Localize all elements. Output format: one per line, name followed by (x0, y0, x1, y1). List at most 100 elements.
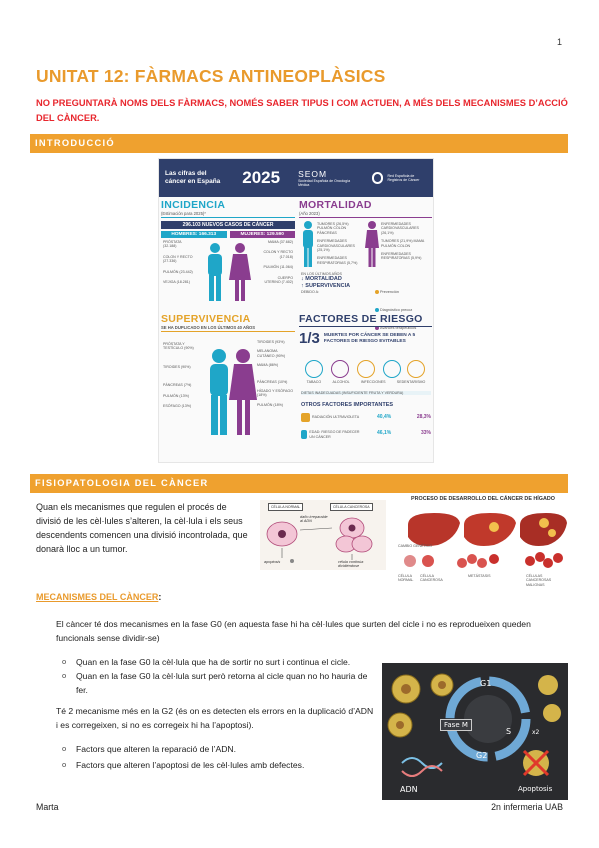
uv-icon (301, 413, 310, 422)
list-item: PÁNCREAS (10%) (257, 379, 288, 384)
factor-label: TABACO (306, 380, 322, 384)
footer-author: Marta (36, 802, 59, 812)
page-title: UNITAT 12: FÀRMACS ANTINEOPLÀSICS (36, 66, 386, 86)
cause-item: Avances terapéuticos (375, 326, 416, 330)
list-item: MELANOMA CUTÁNEO (90%) (257, 349, 286, 358)
survival-figures-icon (210, 349, 257, 435)
man-figure-icon (303, 221, 313, 267)
supervivencia-men-list: PRÓSTATA Y TESTÍCULO (90%) TIROIDES (90%… (163, 342, 199, 408)
seom-name: SEOM (298, 169, 328, 179)
list-item: TUMORES (26,5%) PULMÓN COLON PÁNCREAS (317, 222, 349, 235)
trend-supervivencia: ↑ SUPERVIVENCIA (301, 283, 351, 290)
redecan-name: Red Española de Registros de Cáncer (387, 174, 420, 182)
supervivencia-subtitle: SE HA DUPLICADO EN LOS ÚLTIMOS 40 AÑOS (161, 325, 256, 330)
otros-factores-list: RADIACIÓN ULTRAVIOLETA EDAD: RIESGO DE P… (301, 413, 361, 439)
mecanismes-g0-paragraph: El càncer té dos mecanismes en la fase G… (56, 619, 531, 643)
pct-value: 28,3% (416, 414, 431, 420)
factor-label: INFECCIONES (360, 380, 386, 384)
new-cases-banner: 296.103 NUEVOS CASOS DE CÁNCER (161, 221, 295, 229)
liver-label-metastasis: METÁSTASIS (468, 574, 491, 578)
liver-label-malignant: CÉLULAS CANCEROSAS MALIGNAS (526, 574, 552, 587)
cancer-cell-label: CÉLULA CANCEROSA (330, 503, 373, 511)
list-item: MAMA (86%) (257, 363, 279, 368)
incidencia-panel: INCIDENCIA (Estimación para 2025)* 296.1… (161, 200, 295, 310)
list-item: Factors que alteren l’apoptosi de les cè… (62, 758, 368, 772)
trend-caption: EN LOS ÚLTIMOS AÑOS (301, 272, 342, 276)
cell-cycle-drawing-icon (387, 673, 561, 777)
factor-label: SEDENTARISMO (396, 380, 426, 384)
cell-division-figure: CÉLULA NORMAL CÉLULA CANCEROSA daño irre… (260, 500, 386, 570)
redecan-logo-icon (371, 172, 384, 184)
list-item: VEJIGA (18.281) (163, 280, 190, 285)
age-icon (301, 430, 308, 439)
uncontrolled-label: célula continúa dividiéndose (338, 560, 364, 568)
infographic-year: 2025 (242, 168, 281, 187)
seom-subtitle: Sociedad Española de Oncología Médica (298, 179, 351, 187)
list-item: PÁNCREAS (7%) (163, 383, 192, 388)
liver-figure-title: PROCESO DE DESARROLLO DEL CÁNCER DE HÍGA… (411, 496, 555, 502)
list-item: PULMÓN (13%) (163, 393, 189, 398)
adn-label: ADN (400, 785, 418, 794)
mecanismes-heading: MECANISMES DEL CÀNCER: (36, 592, 162, 602)
list-item: ENFERMEDADES CARDIOVASCULARES (25,1%) (317, 239, 355, 253)
phase-g2-label: G2 (476, 751, 488, 760)
list-item: ESÓFAGO (13%) (163, 404, 192, 409)
list-item: PULMÓN (18%) (257, 402, 283, 407)
list-item: Quan en la fase G0 la cèl·lula que ha de… (62, 655, 368, 669)
liver-label-genetic: CAMBIO GENÉTICO (398, 544, 432, 548)
list-item: MAMA (37.682) (268, 240, 293, 244)
list-item: PULMÓN (11.064) (263, 265, 294, 270)
mortalidad-panel: MORTALIDAD (Año 2023) TUMORES (26,5%) PU… (299, 200, 432, 330)
fisio-paragraph: Quan els mecanismes que regulen el procé… (36, 502, 248, 554)
pct-value: 33% (420, 430, 431, 436)
factores-items: TABACO ALCOHOL INFECCIONES SEDENTARISMO (301, 380, 431, 384)
list-item: TIROIDES (90%) (163, 364, 191, 369)
diet-icon (407, 360, 425, 378)
list-item: COLON Y RECTO (27.336) (163, 254, 193, 264)
infographic-header-title: Las cifras del cáncer en España (165, 170, 221, 185)
exam-warning: NO PREGUNTARÀ NOMS DELS FÀRMACS, NOMÉS S… (36, 98, 568, 123)
list-item: PRÓSTATA Y TESTÍCULO (90%) (163, 342, 194, 351)
mecanismes-g2-paragraph: Té 2 mecanisme més en la G2 (és on es de… (56, 706, 374, 730)
women-cases: MUJERES: 129.590 (229, 231, 295, 238)
pct-value: 46,1% (377, 430, 392, 436)
liver-cancer-figure: PROCESO DE DESARROLLO DEL CÁNCER DE HÍGA… (398, 496, 568, 588)
factor-label: ALCOHOL (332, 380, 350, 384)
list-item: ENFERMEDADES CARDIOVASCULARES (26,1%) (381, 222, 419, 235)
list-item: TUMORES (21,9%) MAMA PULMÓN COLON (381, 239, 425, 248)
factores-riesgo-panel: FACTORES DE RIESGO 1/3 MUERTES POR CÁNCE… (299, 314, 432, 462)
mortalidad-trend: EN LOS ÚLTIMOS AÑOS ↓ MORTALIDAD ↑ SUPER… (301, 272, 371, 295)
trend-cause-caption: DEBIDO A: (301, 290, 319, 295)
alcohol-icon (357, 360, 375, 378)
diet-label: DIETAS INADECUADAS (INSUFICIENTE FRUTA Y… (301, 391, 431, 396)
phase-s-label: S (506, 727, 512, 736)
incidencia-men-list: PRÓSTATA (32.188) COLON Y RECTO (27.336)… (163, 240, 195, 284)
infographic-header: Las cifras del cáncer en España 2025 SEO… (159, 159, 433, 197)
cause-item: Diagnóstico precoz (375, 308, 412, 312)
factores-title: FACTORES DE RIESGO (299, 313, 423, 325)
incidencia-subtitle: (Estimación para 2025)* (161, 211, 206, 216)
supervivencia-panel: SUPERVIVENCIA SE HA DUPLICADO EN LOS ÚLT… (161, 314, 295, 462)
one-third-figure: 1/3 (299, 330, 320, 347)
cell-cycle-figure: G1 S G2 Fase M x2 ADN Apoptosis (382, 663, 568, 800)
mortalidad-men-list: TUMORES (26,5%) PULMÓN COLON PÁNCREAS EN… (317, 222, 361, 265)
supervivencia-women-list: TIROIDES (93%) MELANOMA CUTÁNEO (90%) MA… (257, 340, 293, 407)
cause-item: Prevención (375, 290, 399, 294)
apoptosis-label: apoptosis (264, 560, 281, 564)
normal-cell-label: CÉLULA NORMAL (268, 503, 304, 511)
list-item: COLON Y RECTO (17.018) (263, 250, 293, 259)
section-header-introduccio: INTRODUCCIÓ (30, 134, 568, 153)
liver-label-normal: CÉLULA NORMAL (398, 574, 414, 583)
man-woman-figures-icon (208, 243, 251, 301)
mortalidad-women-list: ENFERMEDADES CARDIOVASCULARES (26,1%) TU… (381, 222, 431, 261)
factores-text: MUERTES POR CÁNCER SE DEBEN A 5 FACTORES… (323, 332, 416, 344)
otros-factores-pcts: 40,4% 28,3% 46,1% 33% (377, 414, 431, 436)
otros-factores-title: OTROS FACTORES IMPORTANTES (301, 402, 394, 408)
liver-label-cancer: CÉLULA CANCEROSA (420, 574, 443, 583)
mortalidad-subtitle: (Año 2023) (299, 211, 320, 216)
list-item: CUERPO UTERINO (7.402) (264, 275, 293, 285)
page-number: 1 (556, 37, 562, 47)
list-item: TIROIDES (93%) (257, 340, 285, 344)
trend-mortalidad: ↓ MORTALIDAD (301, 276, 342, 283)
